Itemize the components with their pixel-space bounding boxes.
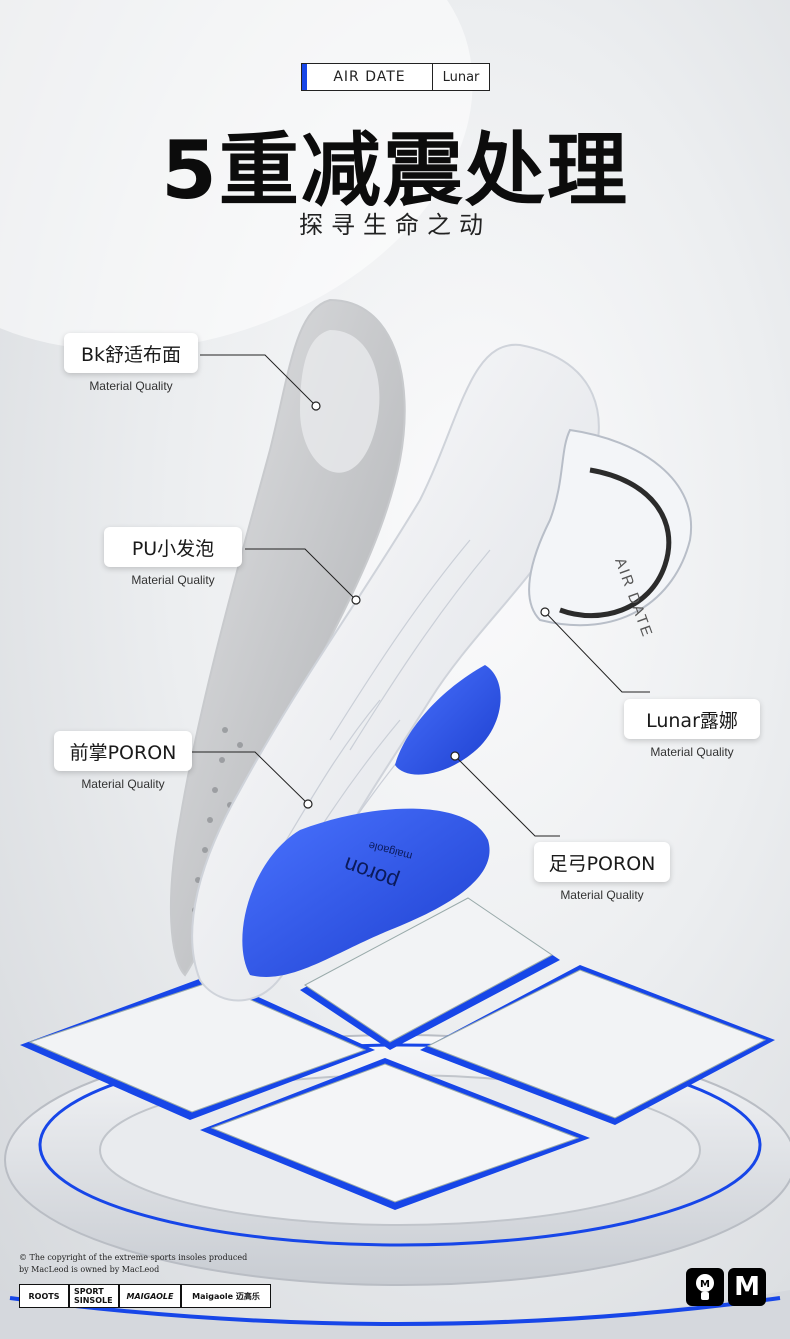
- arch-poron-pad: [395, 665, 501, 775]
- leader-dots: [303, 401, 550, 809]
- mascot-icon: M: [686, 1268, 724, 1306]
- brand-accent-bar: [302, 64, 307, 90]
- logo-sport-sinsole: SPORT SINSOLE: [69, 1284, 119, 1308]
- brand-logos: ROOTS SPORT SINSOLE MAIGAOLE Maigaole 迈高…: [19, 1284, 271, 1308]
- callout-label: 足弓PORON: [534, 842, 670, 882]
- page-subtitle: 探寻生命之动: [299, 211, 491, 239]
- copyright-line-2: by MacLeod is owned by MacLeod: [19, 1265, 160, 1274]
- leader-lines: [192, 354, 650, 837]
- copyright-line-1: The copyright of the extreme sports inso…: [29, 1253, 248, 1262]
- copyright-icon: ©: [19, 1253, 27, 1262]
- brand-name: AIR DATE: [307, 64, 433, 90]
- brand-line: Lunar: [442, 69, 480, 85]
- callout-label: PU小发泡: [104, 527, 242, 567]
- callout-bk-fabric: Bk舒适布面 Material Quality: [64, 333, 198, 393]
- callout-quality: Material Quality: [89, 379, 173, 393]
- callout-quality: Material Quality: [560, 888, 644, 902]
- callout-quality: Material Quality: [650, 745, 734, 759]
- tiles: [20, 897, 775, 1210]
- m-logo-icon: M: [728, 1268, 766, 1306]
- copyright-notice: © The copyright of the extreme sports in…: [19, 1252, 259, 1276]
- callout-pu-foam: PU小发泡 Material Quality: [104, 527, 242, 587]
- callout-quality: Material Quality: [131, 573, 215, 587]
- callout-label: 前掌PORON: [54, 731, 192, 771]
- brand-tag: AIR DATE Lunar: [301, 63, 490, 91]
- logo-roots: ROOTS: [19, 1284, 69, 1308]
- logo-maigaole-cn: Maigaole 迈高乐: [181, 1284, 271, 1308]
- callout-label: Bk舒适布面: [64, 333, 198, 373]
- page-title: 5重减震处理: [161, 124, 629, 217]
- logo-maigaole: MAIGAOLE: [119, 1284, 181, 1308]
- callout-quality: Material Quality: [81, 777, 165, 791]
- forefoot-poron-pad: [242, 808, 490, 977]
- callout-lunar: Lunar露娜 Material Quality: [624, 699, 760, 759]
- callout-arch-poron: 足弓PORON Material Quality: [534, 842, 670, 902]
- callout-forefoot-poron: 前掌PORON Material Quality: [54, 731, 192, 791]
- svg-text:M: M: [700, 1279, 710, 1290]
- callout-label: Lunar露娜: [624, 699, 760, 739]
